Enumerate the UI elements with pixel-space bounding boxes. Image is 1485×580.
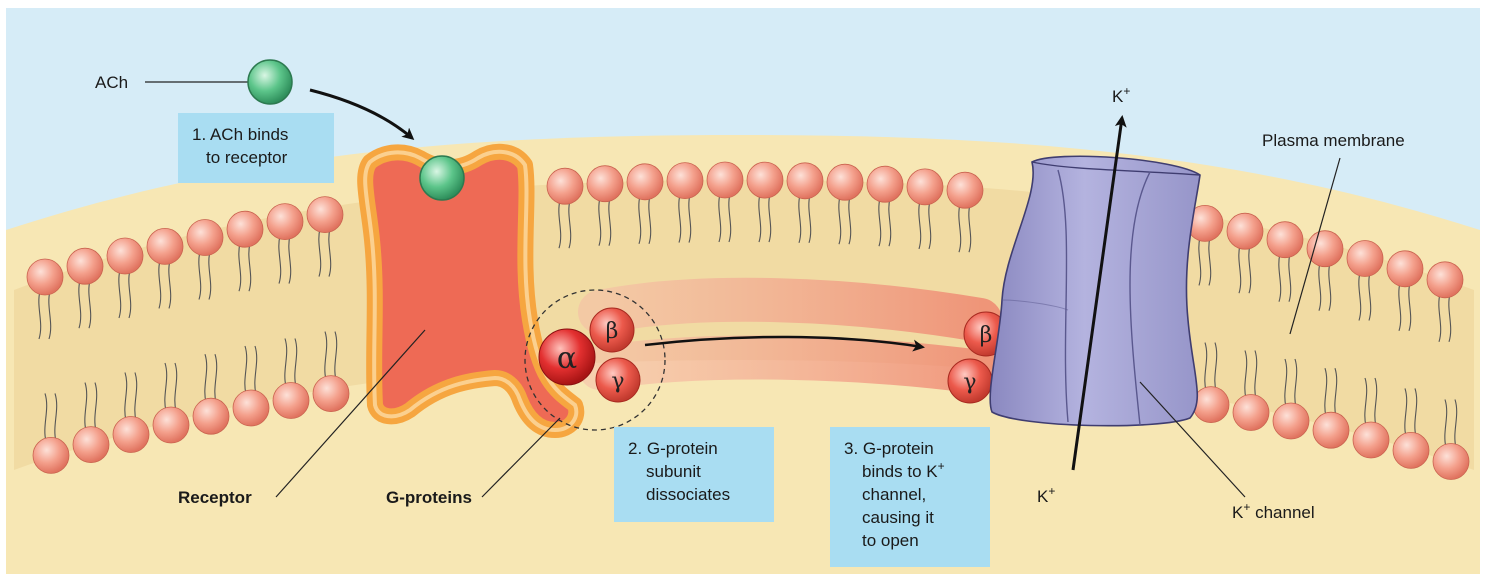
outer-lipid-head [1387, 251, 1423, 287]
step-1-callout: 1. ACh binds to receptor [178, 113, 334, 183]
beta-symbol-right: β [980, 323, 993, 348]
outer-lipid-head [1307, 231, 1343, 267]
outer-lipid-head [1267, 222, 1303, 258]
outer-lipid-head [1227, 213, 1263, 249]
outer-lipid-head [187, 220, 223, 256]
gamma-symbol-left: γ [611, 369, 624, 394]
inner-lipid-head [193, 398, 229, 434]
plasma-membrane-label: Plasma membrane [1262, 131, 1405, 150]
step-2-callout: 2. G-protein subunit dissociates [614, 427, 774, 522]
outer-lipid-head [947, 172, 983, 208]
receptor-label: Receptor [178, 488, 252, 507]
step-2-line-1: 2. G-protein [628, 439, 718, 458]
outer-lipid-head [867, 166, 903, 202]
ach-label: ACh [95, 73, 128, 92]
outer-lipid-head [627, 164, 663, 200]
outer-lipid-head [1347, 241, 1383, 277]
inner-lipid-head [1273, 403, 1309, 439]
outer-lipid-head [667, 163, 703, 199]
inner-lipid-head [153, 407, 189, 443]
inner-lipid-head [33, 437, 69, 473]
step-3-line-2: binds to K+ [862, 459, 945, 481]
step-3-line-4: causing it [862, 508, 934, 527]
step-3-line-1: 3. G-protein [844, 439, 934, 458]
outer-lipid-head [547, 168, 583, 204]
outer-lipid-head [1427, 262, 1463, 298]
outer-lipid-head [227, 211, 263, 247]
outer-lipid-head [907, 169, 943, 205]
inner-lipid-head [233, 390, 269, 426]
step-3-line-5: to open [862, 531, 919, 550]
outer-lipid-head [787, 163, 823, 199]
inner-lipid-head [1433, 444, 1469, 480]
free-ach-ligand [248, 60, 292, 104]
outer-lipid-head [147, 228, 183, 264]
inner-lipid-head [1193, 387, 1229, 423]
outer-lipid-head [267, 204, 303, 240]
step-2-line-3: dissociates [646, 485, 730, 504]
step-3-line-3: channel, [862, 485, 926, 504]
step-2-line-2: subunit [646, 462, 701, 481]
g-proteins-label: G-proteins [386, 488, 472, 507]
outer-lipid-head [707, 162, 743, 198]
beta-symbol-left: β [606, 319, 619, 344]
inner-lipid-head [113, 417, 149, 453]
inner-lipid-head [313, 376, 349, 412]
step-1-line-2: to receptor [206, 148, 288, 167]
outer-lipid-head [827, 164, 863, 200]
step-1-line-1: 1. ACh binds [192, 125, 288, 144]
step-3-callout: 3. G-protein binds to K+ channel, causin… [830, 427, 990, 567]
alpha-symbol: α [557, 341, 577, 376]
inner-lipid-head [1313, 412, 1349, 448]
inner-lipid-head [1393, 432, 1429, 468]
outer-lipid-head [67, 248, 103, 284]
inner-lipid-head [1233, 395, 1269, 431]
outer-lipid-head [27, 259, 63, 295]
inner-lipid-head [73, 427, 109, 463]
inner-lipid-head [1353, 422, 1389, 458]
inner-lipid-head [273, 383, 309, 419]
outer-lipid-head [107, 238, 143, 274]
outer-lipid-head [587, 166, 623, 202]
outer-lipid-head [307, 197, 343, 233]
bound-ach-ligand [420, 156, 464, 200]
gamma-symbol-right: γ [963, 370, 976, 395]
outer-lipid-head [747, 162, 783, 198]
